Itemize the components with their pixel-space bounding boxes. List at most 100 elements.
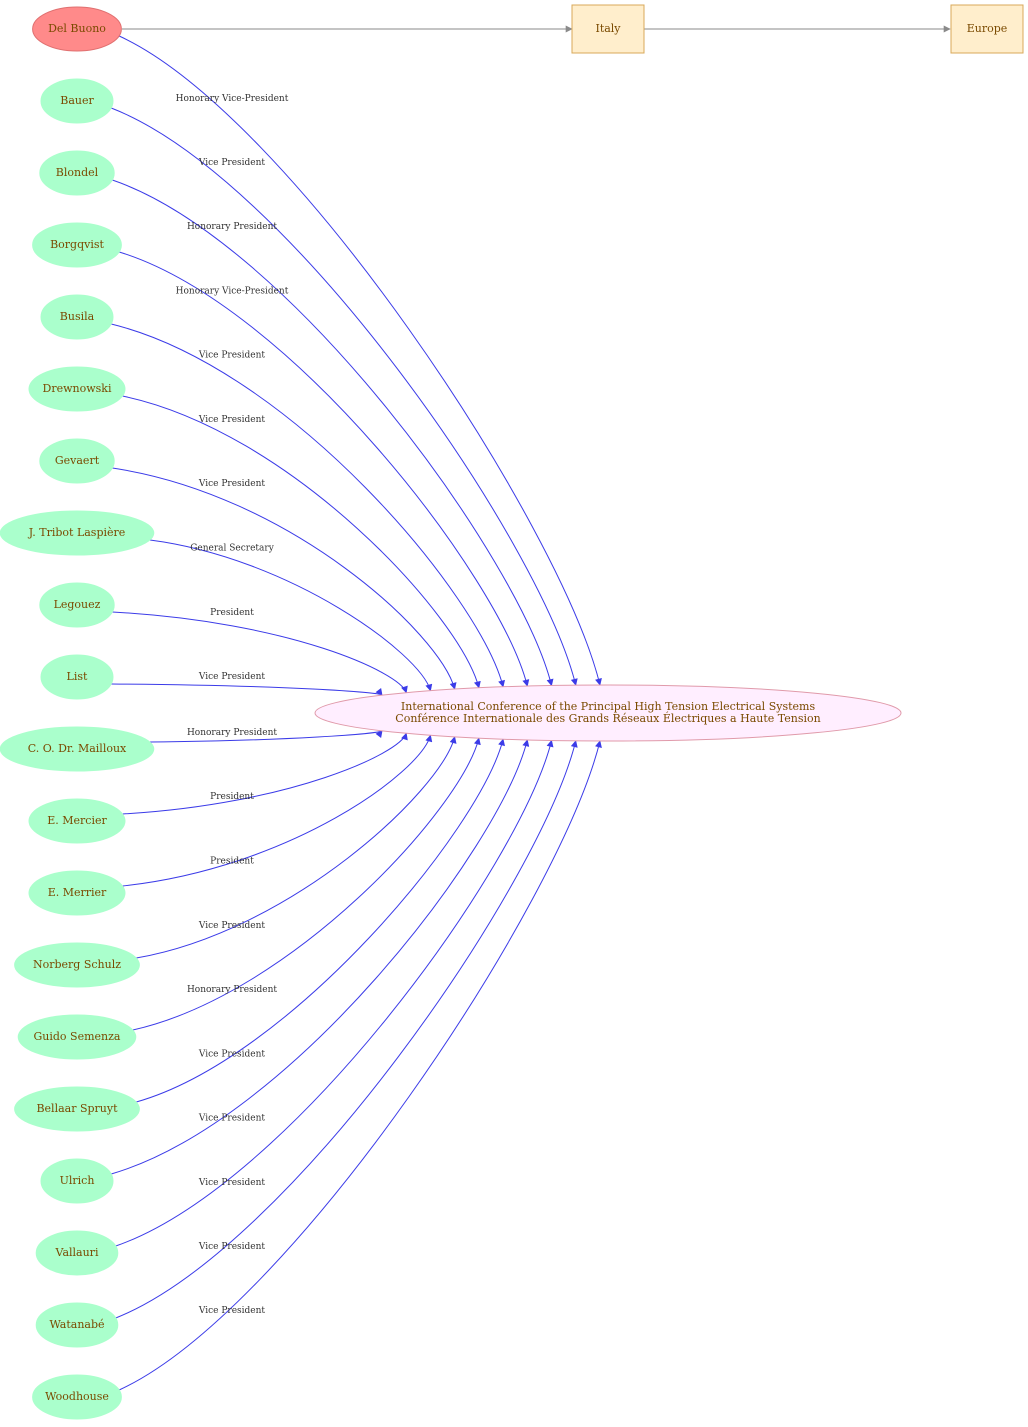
person-node-norberg-schulz[interactable]: Norberg Schulz xyxy=(14,942,140,988)
edge-label-bellaar-spruyt: Vice President xyxy=(198,1049,266,1059)
edge-list xyxy=(111,683,383,696)
person-node-guido-semenza[interactable]: Guido Semenza xyxy=(17,1014,137,1060)
edge-label-guido-semenza: Honorary President xyxy=(187,985,277,995)
person-shape xyxy=(32,6,122,52)
person-node-e-mercier[interactable]: E. Mercier xyxy=(28,798,126,844)
edge-vallauri xyxy=(115,739,554,1247)
person-node-j-tribot-laspiere[interactable]: J. Tribot Laspière xyxy=(0,510,155,556)
person-node-e-merrier[interactable]: E. Merrier xyxy=(28,870,126,916)
edge-bellaar-spruyt xyxy=(136,738,505,1103)
edge-legouez xyxy=(112,611,408,694)
edge-label-e-merrier: President xyxy=(210,857,254,867)
edge-watanabe xyxy=(115,740,578,1319)
region-node[interactable]: Europe xyxy=(950,4,1024,54)
edge-label-j-tribot-laspiere: General Secretary xyxy=(190,543,274,553)
person-shape xyxy=(28,366,126,412)
person-node-list[interactable]: List xyxy=(40,654,114,700)
person-shape xyxy=(40,654,114,700)
edge-borgqvist xyxy=(119,251,530,687)
country-label: Italy xyxy=(595,22,621,35)
person-node-gevaert[interactable]: Gevaert xyxy=(39,438,115,484)
person-label: Woodhouse xyxy=(45,1390,109,1403)
edge-label-legouez: President xyxy=(210,608,254,618)
person-node-c-o-dr-mailloux[interactable]: C. O. Dr. Mailloux xyxy=(0,726,155,772)
person-node-ulrich[interactable]: Ulrich xyxy=(40,1158,114,1204)
conference-title-fr: Conférence Internationale des Grands Rés… xyxy=(395,711,820,725)
person-shape xyxy=(40,1158,114,1204)
edge-ulrich xyxy=(111,739,530,1175)
person-shape xyxy=(14,1086,140,1132)
edge-woodhouse xyxy=(118,740,602,1391)
edge-busila xyxy=(111,323,505,688)
edge-label-watanabe: Vice President xyxy=(198,1242,266,1252)
edge-label-e-mercier: President xyxy=(210,792,254,802)
conference-title-en: International Conference of the Principa… xyxy=(401,700,816,713)
edge-label-ulrich: Vice President xyxy=(198,1114,266,1124)
edge-gevaert xyxy=(112,467,457,690)
edge-blondel xyxy=(112,179,554,687)
person-node-bellaar-spruyt[interactable]: Bellaar Spruyt xyxy=(14,1086,140,1132)
person-node-drewnowski[interactable]: Drewnowski xyxy=(28,366,126,412)
person-label: Busila xyxy=(60,310,95,323)
person-shape xyxy=(0,726,155,772)
person-node-blondel[interactable]: Blondel xyxy=(39,150,115,196)
person-label: Bauer xyxy=(60,94,94,107)
edge-label-del-buono: Honorary Vice-President xyxy=(176,94,289,104)
person-label: Norberg Schulz xyxy=(33,958,121,971)
person-shape xyxy=(0,510,155,556)
person-shape xyxy=(35,1230,119,1276)
person-shape xyxy=(32,1374,122,1420)
person-label: Vallauri xyxy=(55,1246,99,1259)
conference-node[interactable]: International Conference of the Principa… xyxy=(314,684,902,742)
person-label: Guido Semenza xyxy=(34,1030,121,1043)
person-node-vallauri[interactable]: Vallauri xyxy=(35,1230,119,1276)
person-label: E. Merrier xyxy=(48,886,107,899)
edge-e-mercier xyxy=(122,732,408,815)
person-shape xyxy=(32,222,122,268)
person-label: J. Tribot Laspière xyxy=(28,526,126,539)
person-nodes-layer: Del BuonoBauerBlondelBorgqvistBusilaDrew… xyxy=(0,6,155,1420)
edge-norberg-schulz xyxy=(136,736,457,959)
edge-j-tribot-laspiere xyxy=(149,539,433,692)
edge-del-buono xyxy=(118,35,602,686)
person-label: Drewnowski xyxy=(43,382,112,395)
person-shape xyxy=(17,1014,137,1060)
edge-label-borgqvist: Honorary Vice-President xyxy=(176,286,289,296)
edge-label-list: Vice President xyxy=(198,672,266,682)
edge-guido-semenza xyxy=(132,737,481,1031)
person-shape xyxy=(39,150,115,196)
edge-label-bauer: Vice President xyxy=(198,158,266,168)
person-shape xyxy=(28,870,126,916)
person-node-legouez[interactable]: Legouez xyxy=(39,582,115,628)
person-node-busila[interactable]: Busila xyxy=(40,294,114,340)
person-label: Watanabé xyxy=(49,1318,104,1331)
edge-label-norberg-schulz: Vice President xyxy=(198,921,266,931)
person-node-bauer[interactable]: Bauer xyxy=(40,78,114,124)
person-node-del-buono[interactable]: Del Buono xyxy=(32,6,122,52)
person-label: List xyxy=(67,670,88,683)
person-label: Bellaar Spruyt xyxy=(36,1102,118,1115)
edge-bauer xyxy=(111,107,578,686)
country-node[interactable]: Italy xyxy=(571,4,645,54)
edge-label-busila: Vice President xyxy=(198,351,266,361)
edge-label-drewnowski: Vice President xyxy=(198,415,266,425)
person-label: E. Mercier xyxy=(47,814,107,827)
region-label: Europe xyxy=(967,22,1008,35)
person-label: Legouez xyxy=(54,598,101,611)
person-node-borgqvist[interactable]: Borgqvist xyxy=(32,222,122,268)
person-shape xyxy=(14,942,140,988)
edges-layer xyxy=(111,35,602,1391)
edge-c-o-dr-mailloux xyxy=(149,730,383,743)
edge-label-gevaert: Vice President xyxy=(198,479,266,489)
person-node-watanabe[interactable]: Watanabé xyxy=(35,1302,119,1348)
person-label: Del Buono xyxy=(48,22,106,35)
person-shape xyxy=(28,798,126,844)
person-label: Gevaert xyxy=(55,454,100,467)
edge-label-blondel: Honorary President xyxy=(187,222,277,232)
person-shape xyxy=(39,438,115,484)
person-label: C. O. Dr. Mailloux xyxy=(28,742,127,755)
person-node-woodhouse[interactable]: Woodhouse xyxy=(32,1374,122,1420)
person-shape xyxy=(40,78,114,124)
